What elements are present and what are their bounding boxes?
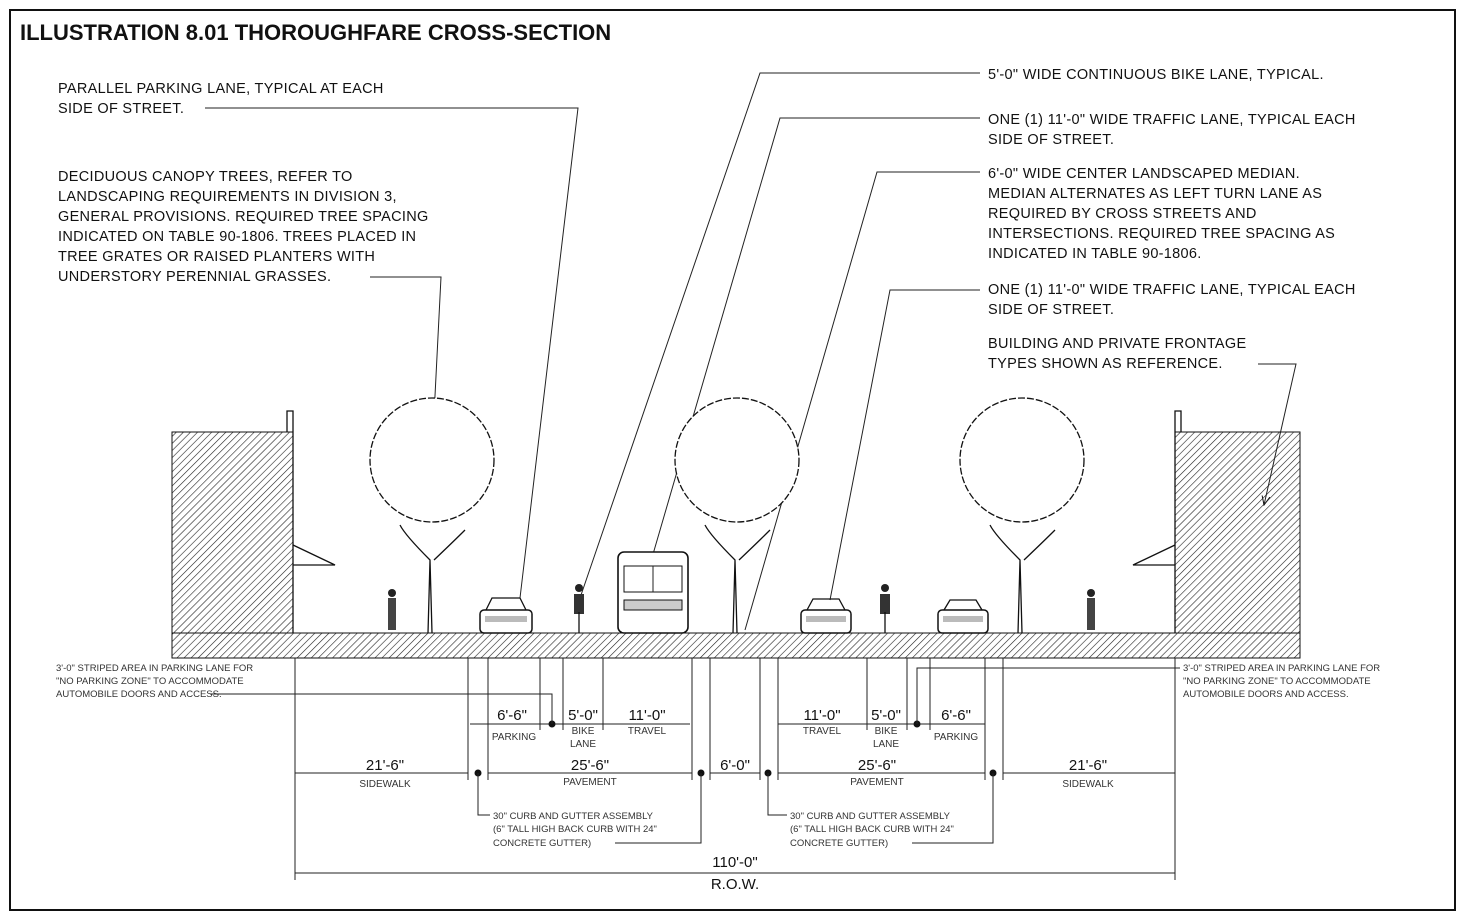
svg-text:"NO PARKING ZONE" TO ACCOMMODA: "NO PARKING ZONE" TO ACCOMMODATE [1183, 676, 1371, 687]
svg-text:BIKE: BIKE [572, 726, 595, 737]
svg-text:REQUIRED BY CROSS STREETS AND: REQUIRED BY CROSS STREETS AND [988, 206, 1257, 222]
svg-text:5'-0" WIDE CONTINUOUS BIKE LAN: 5'-0" WIDE CONTINUOUS BIKE LANE, TYPICAL… [988, 67, 1324, 83]
svg-text:SIDEWALK: SIDEWALK [1062, 779, 1114, 790]
svg-text:TRAVEL: TRAVEL [628, 726, 667, 737]
svg-text:30" CURB AND GUTTER ASSEMBLY: 30" CURB AND GUTTER ASSEMBLY [790, 811, 951, 822]
leader-line [205, 107, 579, 599]
dim-median: 6'-0" [720, 757, 750, 774]
svg-text:PARKING: PARKING [934, 732, 978, 743]
dim-pavement-left: 25'-6" [571, 757, 609, 774]
note-curb-gutter-left: 30" CURB AND GUTTER ASSEMBLY (6" TALL HI… [477, 773, 702, 849]
svg-text:BUILDING AND PRIVATE FRONTAGE: BUILDING AND PRIVATE FRONTAGE [988, 336, 1246, 352]
svg-text:(6" TALL HIGH BACK CURB WITH 2: (6" TALL HIGH BACK CURB WITH 24" [493, 824, 657, 835]
svg-text:UNDERSTORY PERENNIAL GRASSES.: UNDERSTORY PERENNIAL GRASSES. [58, 269, 331, 285]
frame-border [9, 9, 1456, 911]
svg-text:ONE (1) 11'-0" WIDE TRAFFIC LA: ONE (1) 11'-0" WIDE TRAFFIC LANE, TYPICA… [988, 112, 1356, 128]
dim-travel-right: 11'-0" [803, 707, 840, 724]
diagram-title: ILLUSTRATION 8.01 THOROUGHFARE CROSS-SEC… [20, 20, 611, 45]
svg-text:LANE: LANE [873, 739, 899, 750]
svg-text:ONE (1) 11'-0" WIDE TRAFFIC LA: ONE (1) 11'-0" WIDE TRAFFIC LANE, TYPICA… [988, 282, 1356, 298]
svg-text:MEDIAN ALTERNATES AS LEFT TURN: MEDIAN ALTERNATES AS LEFT TURN LANE AS [988, 186, 1322, 202]
callout-canopy-trees: DECIDUOUS CANOPY TREES, REFER TO LANDSCA… [58, 169, 442, 475]
svg-text:SIDE OF STREET.: SIDE OF STREET. [988, 302, 1114, 318]
ground-section [171, 632, 1301, 659]
note-curb-gutter-right: 30" CURB AND GUTTER ASSEMBLY (6" TALL HI… [767, 773, 994, 849]
callout-center-median: 6'-0" WIDE CENTER LANDSCAPED MEDIAN. MED… [744, 166, 1335, 631]
svg-text:CONCRETE GUTTER): CONCRETE GUTTER) [790, 838, 888, 849]
svg-text:3'-0" STRIPED AREA IN PARKING: 3'-0" STRIPED AREA IN PARKING LANE FOR [56, 663, 253, 674]
svg-text:TREE GRATES OR RAISED PLANTERS: TREE GRATES OR RAISED PLANTERS WITH [58, 249, 375, 265]
dim-bike-left: 5'-0" [568, 707, 598, 724]
svg-text:LANDSCAPING REQUIREMENTS IN DI: LANDSCAPING REQUIREMENTS IN DIVISION 3, [58, 189, 397, 205]
dim-pavement-right: 25'-6" [858, 757, 896, 774]
callout-building-frontage: BUILDING AND PRIVATE FRONTAGE TYPES SHOW… [988, 336, 1297, 505]
svg-text:GENERAL PROVISIONS. REQUIRED T: GENERAL PROVISIONS. REQUIRED TREE SPACIN… [58, 209, 429, 225]
svg-text:SIDEWALK: SIDEWALK [359, 779, 411, 790]
svg-text:INDICATED ON TABLE 90-1806. TR: INDICATED ON TABLE 90-1806. TREES PLACED… [58, 229, 416, 245]
pedestrian-right-icon [1087, 589, 1095, 630]
dim-travel-left: 11'-0" [628, 707, 665, 724]
svg-text:PARKING: PARKING [492, 732, 536, 743]
svg-text:AUTOMOBILE DOORS AND ACCESS.: AUTOMOBILE DOORS AND ACCESS. [56, 689, 222, 700]
note-striped-area-left: 3'-0" STRIPED AREA IN PARKING LANE FOR "… [56, 663, 553, 724]
parked-car-left-icon [479, 597, 533, 634]
svg-text:30" CURB AND GUTTER ASSEMBLY: 30" CURB AND GUTTER ASSEMBLY [493, 811, 654, 822]
bus-icon [617, 551, 689, 634]
svg-text:INDICATED IN TABLE 90-1806.: INDICATED IN TABLE 90-1806. [988, 246, 1202, 262]
svg-text:PARALLEL PARKING LANE, TYPICAL: PARALLEL PARKING LANE, TYPICAL AT EACH [58, 81, 384, 97]
pedestrian-left-icon [388, 589, 396, 630]
svg-text:PAVEMENT: PAVEMENT [850, 777, 904, 788]
svg-text:PAVEMENT: PAVEMENT [563, 777, 617, 788]
svg-text:AUTOMOBILE DOORS AND ACCESS.: AUTOMOBILE DOORS AND ACCESS. [1183, 689, 1349, 700]
svg-text:INTERSECTIONS. REQUIRED TREE S: INTERSECTIONS. REQUIRED TREE SPACING AS [988, 226, 1335, 242]
parked-car-right-icon [937, 599, 989, 634]
dim-row-lanes: 6'-6" PARKING 5'-0" BIKE LANE 11'-0" TRA… [470, 707, 985, 750]
cyclist-left-icon [574, 584, 584, 633]
tree-right [959, 397, 1085, 634]
note-striped-area-right: 3'-0" STRIPED AREA IN PARKING LANE FOR "… [916, 663, 1380, 724]
dim-sidewalk-left: 21'-6" [366, 757, 404, 774]
cyclist-right-icon [880, 584, 890, 633]
svg-text:6'-0" WIDE CENTER LANDSCAPED M: 6'-0" WIDE CENTER LANDSCAPED MEDIAN. [988, 166, 1300, 182]
svg-text:SIDE OF STREET.: SIDE OF STREET. [988, 132, 1114, 148]
dim-row-sections: 21'-6" SIDEWALK 25'-6" PAVEMENT 6'-0" 25… [295, 757, 1175, 790]
svg-text:"NO PARKING ZONE" TO ACCOMMODA: "NO PARKING ZONE" TO ACCOMMODATE [56, 676, 244, 687]
callout-bike-lane: 5'-0" WIDE CONTINUOUS BIKE LANE, TYPICAL… [579, 67, 1324, 599]
tree-median [674, 397, 800, 634]
callout-traffic-lane-2: ONE (1) 11'-0" WIDE TRAFFIC LANE, TYPICA… [829, 282, 1356, 601]
svg-text:TRAVEL: TRAVEL [803, 726, 842, 737]
tree-left [369, 397, 495, 634]
dim-parking-right: 6'-6" [941, 707, 971, 724]
dim-bike-right: 5'-0" [871, 707, 901, 724]
svg-text:BIKE: BIKE [875, 726, 898, 737]
svg-text:TYPES SHOWN AS REFERENCE.: TYPES SHOWN AS REFERENCE. [988, 356, 1223, 372]
svg-text:110'-0": 110'-0" [712, 854, 757, 871]
svg-text:DECIDUOUS CANOPY TREES, REFER: DECIDUOUS CANOPY TREES, REFER TO [58, 169, 353, 185]
building-right [1132, 410, 1301, 634]
svg-text:CONCRETE GUTTER): CONCRETE GUTTER) [493, 838, 591, 849]
svg-text:(6" TALL HIGH BACK CURB WITH 2: (6" TALL HIGH BACK CURB WITH 24" [790, 824, 954, 835]
building-left [171, 410, 336, 634]
callout-parking-lane: PARALLEL PARKING LANE, TYPICAL AT EACH S… [58, 81, 579, 599]
svg-text:R.O.W.: R.O.W. [711, 876, 759, 893]
svg-text:SIDE OF STREET.: SIDE OF STREET. [58, 101, 184, 117]
dim-right-of-way: 110'-0" R.O.W. [295, 854, 1175, 893]
dim-sidewalk-right: 21'-6" [1069, 757, 1107, 774]
extension-lines [294, 658, 1176, 880]
svg-text:3'-0" STRIPED AREA IN PARKING: 3'-0" STRIPED AREA IN PARKING LANE FOR [1183, 663, 1380, 674]
dim-parking-left: 6'-6" [497, 707, 527, 724]
svg-text:LANE: LANE [570, 739, 596, 750]
car-travel-right-icon [800, 598, 852, 634]
